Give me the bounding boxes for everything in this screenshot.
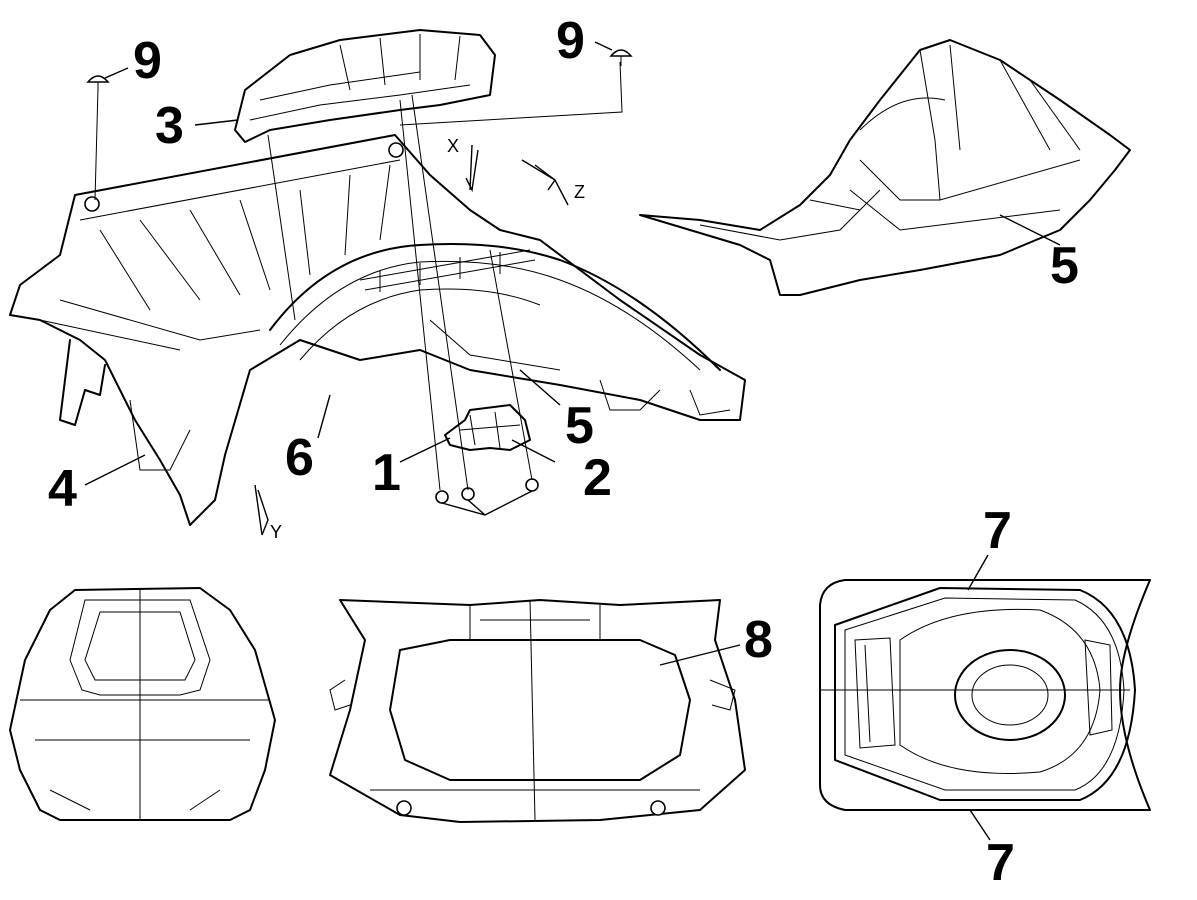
axis-markers: X Z Y — [254, 136, 585, 542]
callout-3: 3 — [155, 97, 184, 155]
axis-y-label: Y — [270, 522, 282, 542]
front-view-cover — [9, 587, 276, 821]
callout-9-right: 9 — [556, 12, 585, 70]
axis-x-label: X — [447, 136, 459, 156]
part-7-seal-view — [819, 579, 1151, 811]
callout-6: 6 — [285, 429, 314, 487]
axis-z-label: Z — [574, 182, 585, 202]
callout-7-bottom: 7 — [986, 834, 1015, 892]
part-5-side-panel — [639, 39, 1131, 296]
callout-4: 4 — [48, 460, 77, 518]
callout-leader-lines — [84, 41, 1061, 841]
callout-7-top: 7 — [983, 502, 1012, 560]
callout-5-side: 5 — [1050, 237, 1079, 295]
callout-2: 2 — [583, 449, 612, 507]
part-3-cover — [234, 29, 496, 143]
callout-8: 8 — [744, 611, 773, 669]
callout-numbers: 9 9 3 4 6 1 2 5 5 7 7 8 — [48, 12, 1079, 892]
callout-1: 1 — [372, 444, 401, 502]
main-body-panel — [9, 134, 746, 526]
part-9-rivets — [86, 49, 633, 92]
callout-9-left: 9 — [133, 32, 162, 90]
callout-5-main: 5 — [565, 397, 594, 455]
part-8-underside-view — [329, 599, 746, 823]
assembly-guide-lines — [94, 61, 623, 491]
part-1-2-latch-bracket — [435, 404, 539, 516]
